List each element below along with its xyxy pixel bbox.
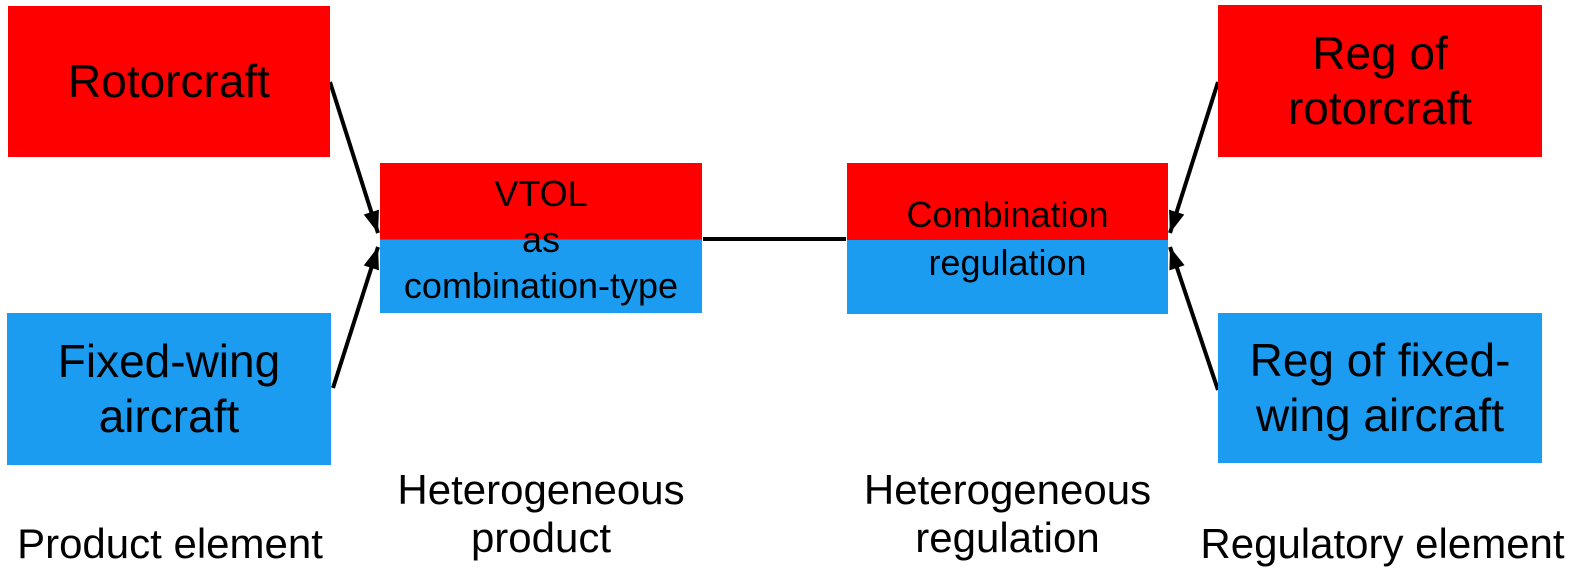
caption-heterogeneous-regulation: Heterogeneous regulation	[863, 466, 1152, 561]
arrow-reg-rotorcraft-to-combination	[1168, 81, 1220, 234]
caption-product-element: Product element	[17, 520, 323, 567]
caption-regulatory-element: Regulatory element	[1200, 520, 1565, 567]
node-reg-of-rotorcraft: Reg of rotorcraft	[1218, 5, 1542, 157]
node-rotorcraft: Rotorcraft	[8, 6, 330, 157]
node-reg-of-fixed-wing-aircraft-label: Reg of fixed- wing aircraft	[1249, 334, 1511, 441]
node-fixed-wing-aircraft: Fixed-wing aircraft	[7, 313, 331, 465]
node-combination-regulation: Combination regulation	[847, 163, 1168, 314]
arrow-reg-fixedwing-to-combination	[1168, 246, 1220, 391]
node-rotorcraft-label: Rotorcraft	[68, 55, 270, 107]
node-reg-of-fixed-wing-aircraft: Reg of fixed- wing aircraft	[1218, 313, 1542, 463]
node-fixed-wing-aircraft-label: Fixed-wing aircraft	[57, 335, 281, 442]
arrow-rotorcraft-to-vtol	[328, 81, 380, 234]
node-combination-regulation-label: Combination regulation	[906, 193, 1109, 283]
node-vtol-label: VTOL as combination-type	[403, 172, 679, 306]
caption-heterogeneous-product: Heterogeneous product	[397, 466, 685, 561]
node-reg-of-rotorcraft-label: Reg of rotorcraft	[1287, 27, 1473, 134]
arrow-fixedwing-to-vtol	[331, 246, 380, 389]
node-vtol-combination-type: VTOL as combination-type	[380, 163, 702, 313]
